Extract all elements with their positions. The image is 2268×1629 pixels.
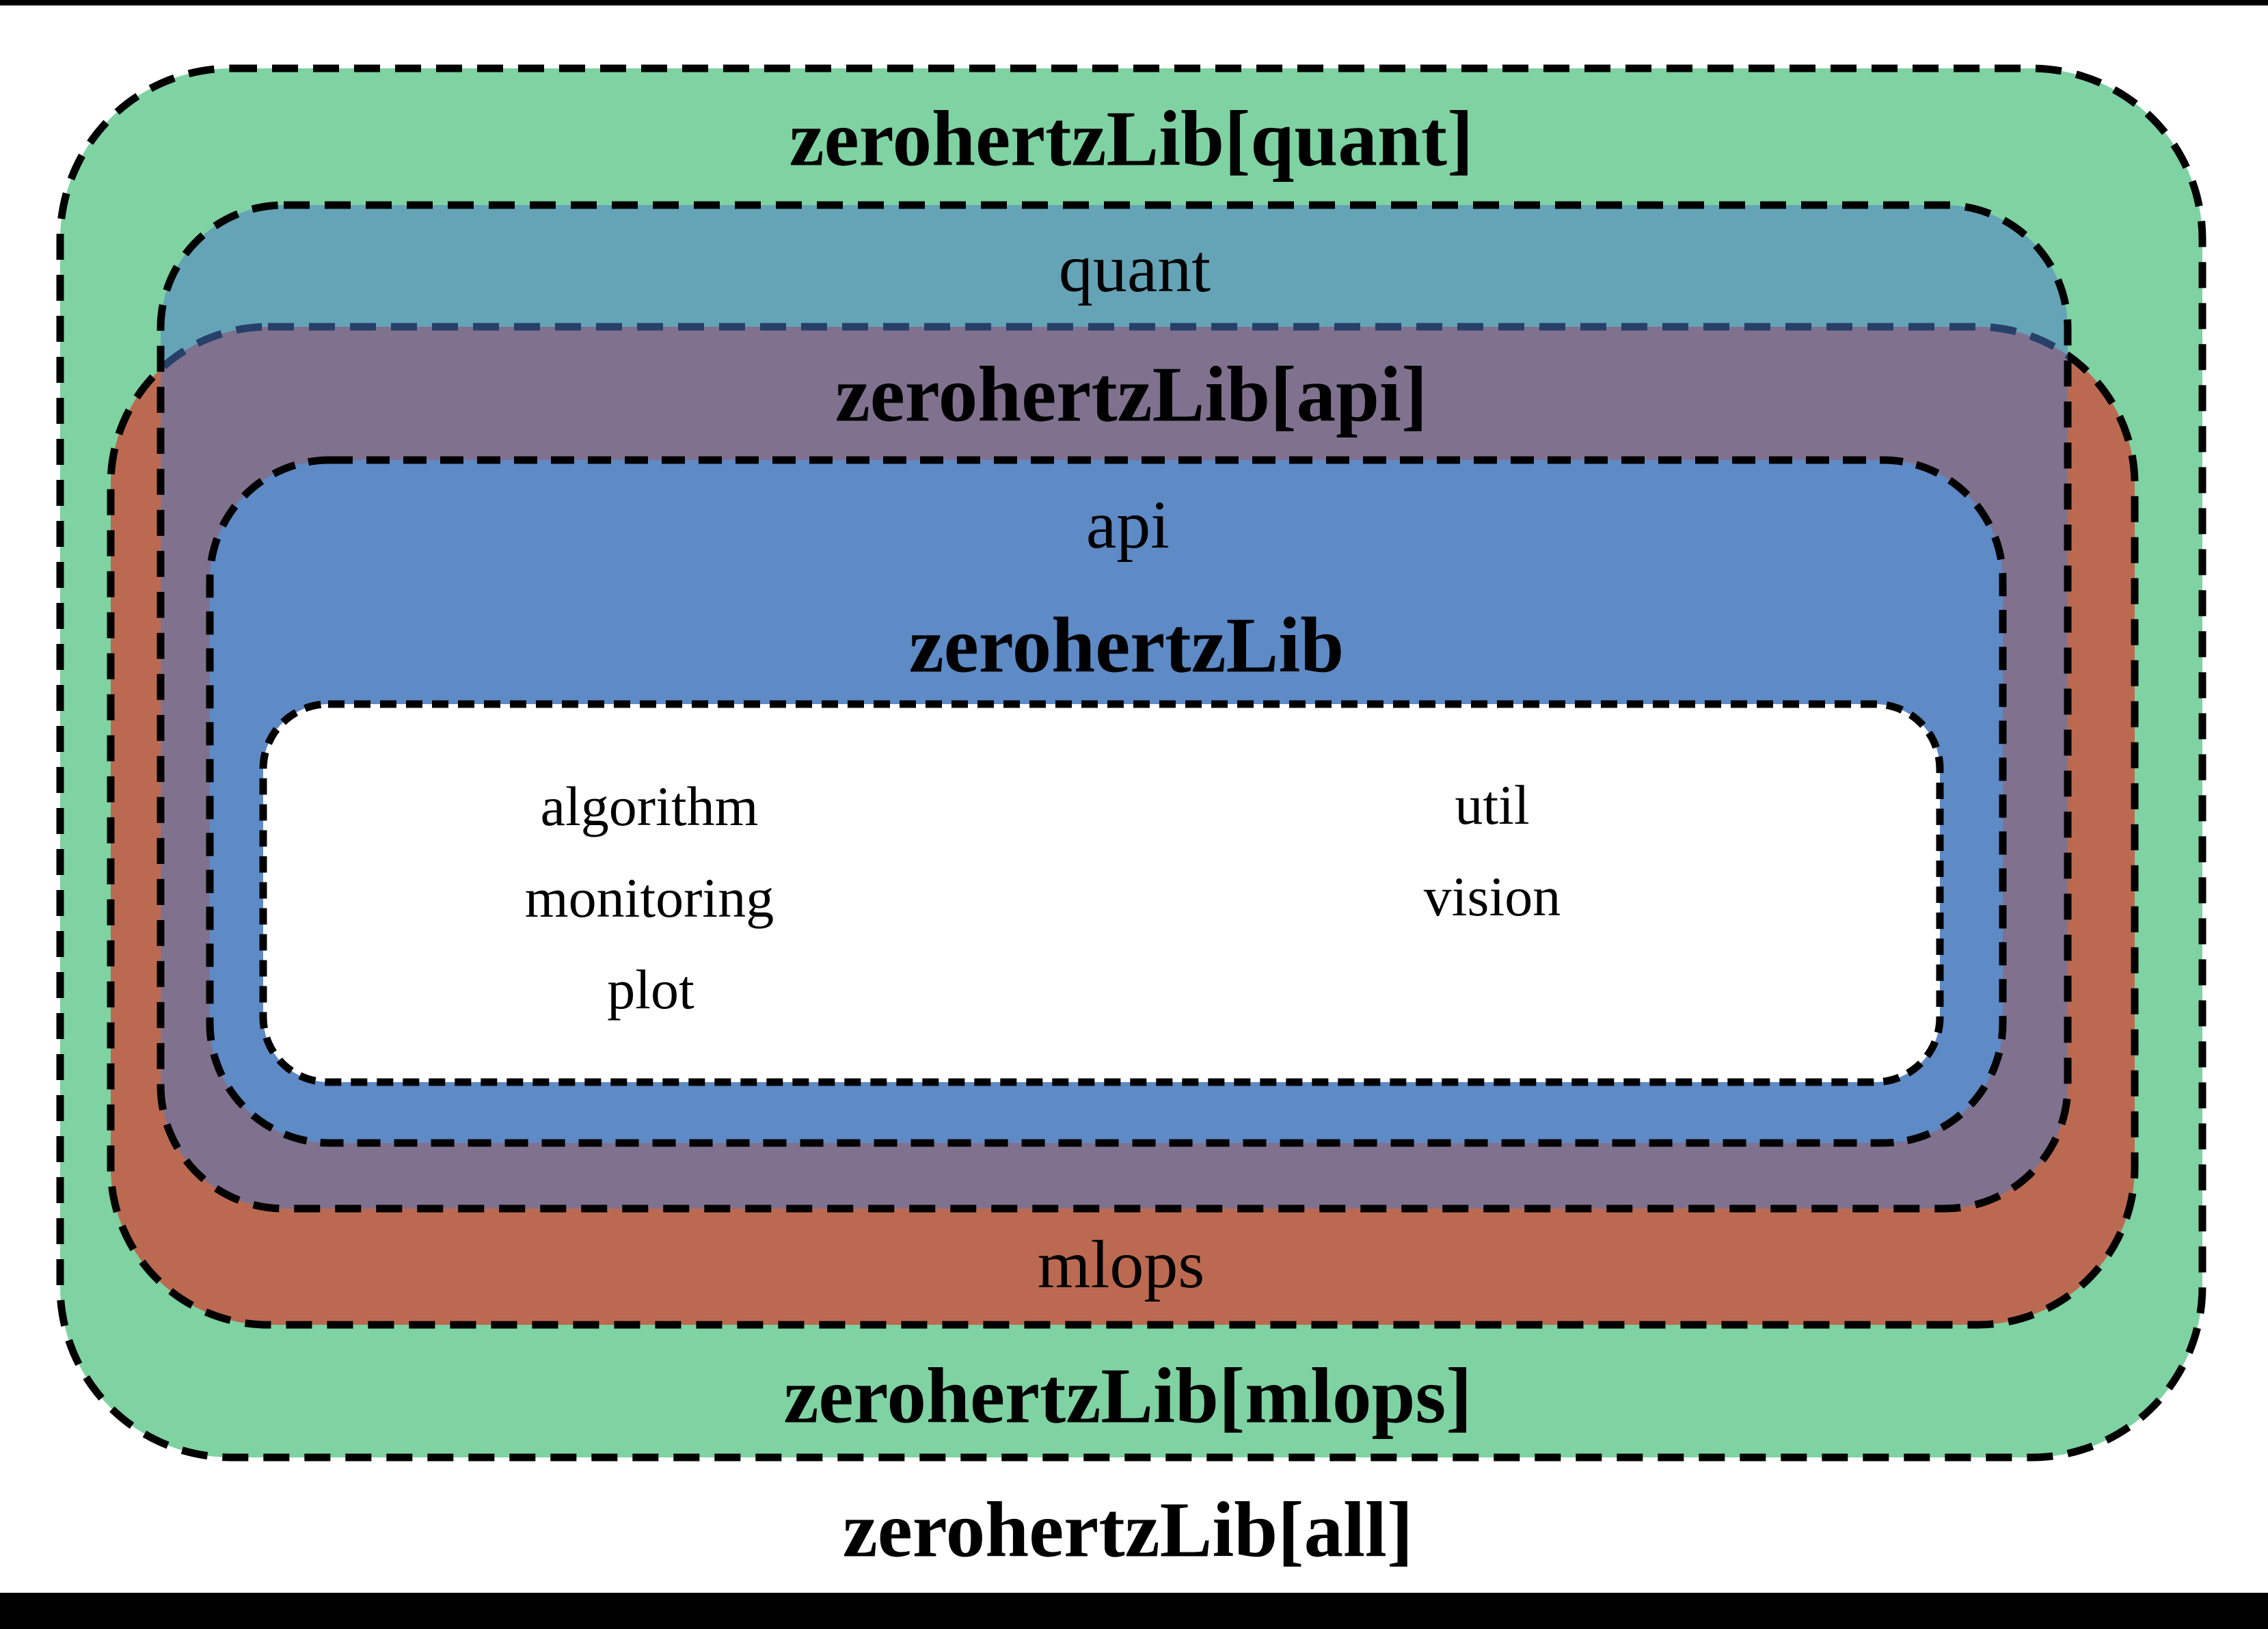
module-label-monitoring: monitoring xyxy=(524,867,774,929)
module-label-vision: vision xyxy=(1423,865,1561,928)
quant-extra-label: zerohertzLib[quant] xyxy=(789,95,1474,183)
module-label-algorithm: algorithm xyxy=(540,775,759,837)
module-label-util: util xyxy=(1455,774,1530,836)
api-extra-label: zerohertzLib[api] xyxy=(835,351,1428,438)
mlops-extra-label: zerohertzLib[mlops] xyxy=(783,1352,1472,1440)
bottom-letterbox-bar xyxy=(0,1593,2268,1629)
top-letterbox-bar xyxy=(0,0,2268,5)
api-module-label: api xyxy=(1085,487,1170,563)
mlops-module-label: mlops xyxy=(1037,1226,1205,1302)
quant-module-label: quant xyxy=(1058,230,1211,306)
core-library-label: zerohertzLib xyxy=(908,602,1345,689)
all-extra-label: zerohertzLib[all] xyxy=(842,1486,1414,1574)
core-modules-region xyxy=(259,700,1944,1086)
module-label-plot: plot xyxy=(607,958,694,1021)
